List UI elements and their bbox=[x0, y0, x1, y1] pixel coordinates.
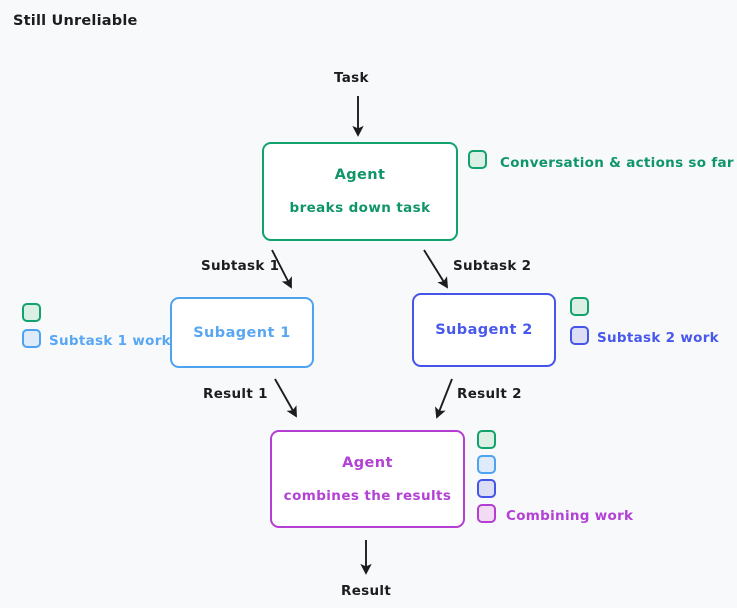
node-agent-breaks-down-task[interactable]: Agent breaks down task bbox=[262, 142, 458, 241]
green-swatch-icon bbox=[477, 430, 496, 449]
edge-label-result-2: Result 2 bbox=[457, 386, 522, 402]
green-swatch-icon bbox=[570, 297, 589, 316]
node-title: Agent bbox=[334, 167, 386, 183]
legend-label-conversation: Conversation & actions so far bbox=[500, 155, 734, 171]
node-subagent-1[interactable]: Subagent 1 bbox=[170, 297, 314, 368]
edge-label-subtask-1: Subtask 1 bbox=[201, 258, 280, 274]
blue-swatch-icon bbox=[477, 455, 496, 474]
legend-label-combining-work: Combining work bbox=[506, 508, 634, 524]
node-subtitle: combines the results bbox=[283, 487, 452, 504]
legend-label-subtask-1-work: Subtask 1 work bbox=[49, 333, 171, 349]
edge-label-task: Task bbox=[334, 70, 369, 86]
purple-swatch-icon bbox=[477, 504, 496, 523]
green-swatch-icon bbox=[468, 150, 487, 169]
node-agent-combines-results[interactable]: Agent combines the results bbox=[270, 430, 465, 528]
arrow-subagent-2-to-combine bbox=[435, 378, 453, 419]
green-swatch-icon bbox=[22, 303, 41, 322]
arrow-subagent-1-to-combine bbox=[274, 378, 297, 418]
indigo-swatch-icon bbox=[570, 326, 589, 345]
edge-label-result: Result bbox=[341, 583, 392, 599]
page-title: Still Unreliable bbox=[13, 13, 138, 29]
edge-label-result-1: Result 1 bbox=[203, 386, 268, 402]
node-title: Subagent 1 bbox=[193, 324, 291, 341]
node-title: Agent bbox=[342, 454, 393, 471]
arrow-agent-to-subagent-2 bbox=[423, 249, 449, 289]
node-title: Subagent 2 bbox=[435, 322, 533, 338]
blue-swatch-icon bbox=[22, 329, 41, 348]
node-subtitle: breaks down task bbox=[289, 200, 431, 216]
indigo-swatch-icon bbox=[477, 479, 496, 498]
node-subagent-2[interactable]: Subagent 2 bbox=[412, 293, 556, 367]
edge-label-subtask-2: Subtask 2 bbox=[453, 258, 532, 274]
legend-label-subtask-2-work: Subtask 2 work bbox=[597, 330, 719, 346]
